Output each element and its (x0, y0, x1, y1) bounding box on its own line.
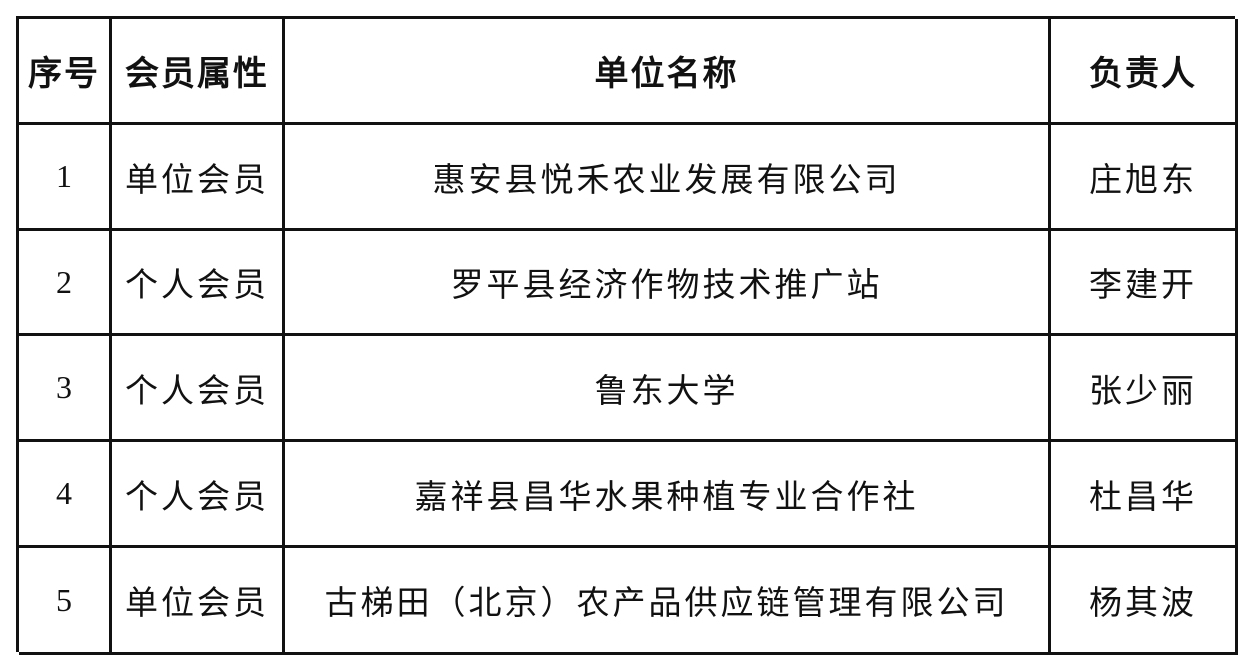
row-contact: 杨其波 (1051, 548, 1238, 655)
row-member-type: 个人会员 (112, 231, 285, 336)
row-index: 4 (19, 442, 112, 548)
row-contact: 李建开 (1051, 231, 1238, 336)
row-organization: 惠安县悦禾农业发展有限公司 (285, 125, 1051, 231)
row-organization: 古梯田（北京）农产品供应链管理有限公司 (285, 548, 1051, 655)
row-member-type: 单位会员 (112, 548, 285, 655)
row-member-type: 个人会员 (112, 442, 285, 548)
row-organization: 罗平县经济作物技术推广站 (285, 231, 1051, 336)
row-index: 1 (19, 125, 112, 231)
header-index: 序号 (19, 19, 112, 125)
row-member-type: 个人会员 (112, 336, 285, 442)
row-contact: 杜昌华 (1051, 442, 1238, 548)
row-organization: 鲁东大学 (285, 336, 1051, 442)
members-table: 序号 会员属性 单位名称 负责人 1 单位会员 惠安县悦禾农业发展有限公司 庄旭… (16, 16, 1238, 655)
header-contact: 负责人 (1051, 19, 1238, 125)
row-contact: 庄旭东 (1051, 125, 1238, 231)
header-member-type: 会员属性 (112, 19, 285, 125)
row-contact: 张少丽 (1051, 336, 1238, 442)
row-index: 5 (19, 548, 112, 655)
row-organization: 嘉祥县昌华水果种植专业合作社 (285, 442, 1051, 548)
row-member-type: 单位会员 (112, 125, 285, 231)
header-organization: 单位名称 (285, 19, 1051, 125)
row-index: 2 (19, 231, 112, 336)
row-index: 3 (19, 336, 112, 442)
